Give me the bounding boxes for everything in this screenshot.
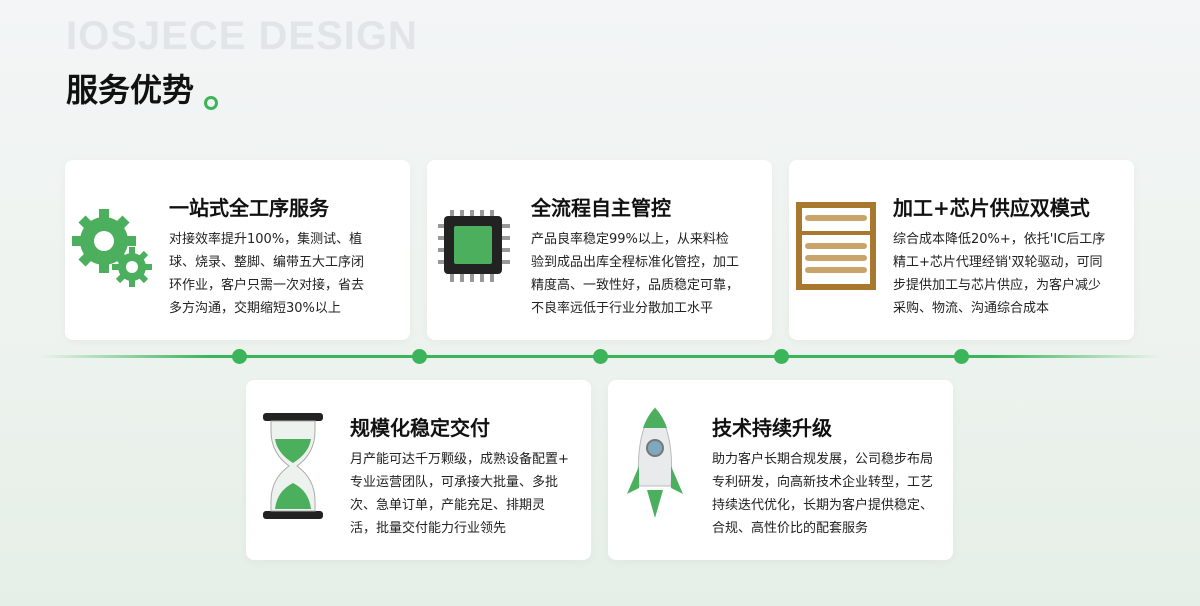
card-title: 技术持续升级: [712, 416, 832, 440]
timeline-node: [412, 349, 427, 364]
card-description: 助力客户长期合规发展，公司稳步布局专利研发，向高新技术企业转型，工艺持续迭代优化…: [712, 452, 934, 536]
timeline-node: [954, 349, 969, 364]
timeline-node: [232, 349, 247, 364]
watermark-text: IOSJECE DESIGN: [66, 14, 418, 58]
timeline-node: [593, 349, 608, 364]
timeline-node: [774, 349, 789, 364]
card-title: 一站式全工序服务: [169, 196, 329, 220]
gears-icon: [71, 196, 153, 296]
hourglass-icon: [252, 413, 334, 519]
abacus-icon: [795, 196, 877, 296]
card-title: 加工+芯片供应双模式: [893, 196, 1090, 220]
page-title: 服务优势: [66, 71, 195, 109]
card-title: 全流程自主管控: [531, 196, 671, 220]
card-description: 产品良率稳定99%以上，从来料检验到成品出库全程标准化管控，加工精度高、一致性好…: [531, 232, 740, 316]
card-tech-upgrade: 技术持续升级 助力客户长期合规发展，公司稳步布局专利研发，向高新技术企业转型，工…: [608, 380, 953, 560]
card-title: 规模化稳定交付: [350, 416, 490, 440]
title-dot-icon: [204, 96, 218, 110]
chip-icon: [433, 196, 515, 296]
card-description: 月产能可达千万颗级，成熟设备配置+专业运营团队，可承接大批量、多批次、急单订单，…: [350, 452, 569, 536]
card-description: 对接效率提升100%，集测试、植球、烧录、整脚、编带五大工序闭环作业，客户只需一…: [169, 232, 365, 316]
card-one-stop-service: 一站式全工序服务 对接效率提升100%，集测试、植球、烧录、整脚、编带五大工序闭…: [65, 160, 410, 340]
card-dual-mode: 加工+芯片供应双模式 综合成本降低20%+，依托'IC后工序精工+芯片代理经销'…: [789, 160, 1134, 340]
card-description: 综合成本降低20%+，依托'IC后工序精工+芯片代理经销'双轮驱动，可同步提供加…: [893, 232, 1106, 316]
rocket-icon: [614, 407, 696, 518]
card-full-process-control: 全流程自主管控 产品良率稳定99%以上，从来料检验到成品出库全程标准化管控，加工…: [427, 160, 772, 340]
card-scaled-delivery: 规模化稳定交付 月产能可达千万颗级，成熟设备配置+专业运营团队，可承接大批量、多…: [246, 380, 591, 560]
